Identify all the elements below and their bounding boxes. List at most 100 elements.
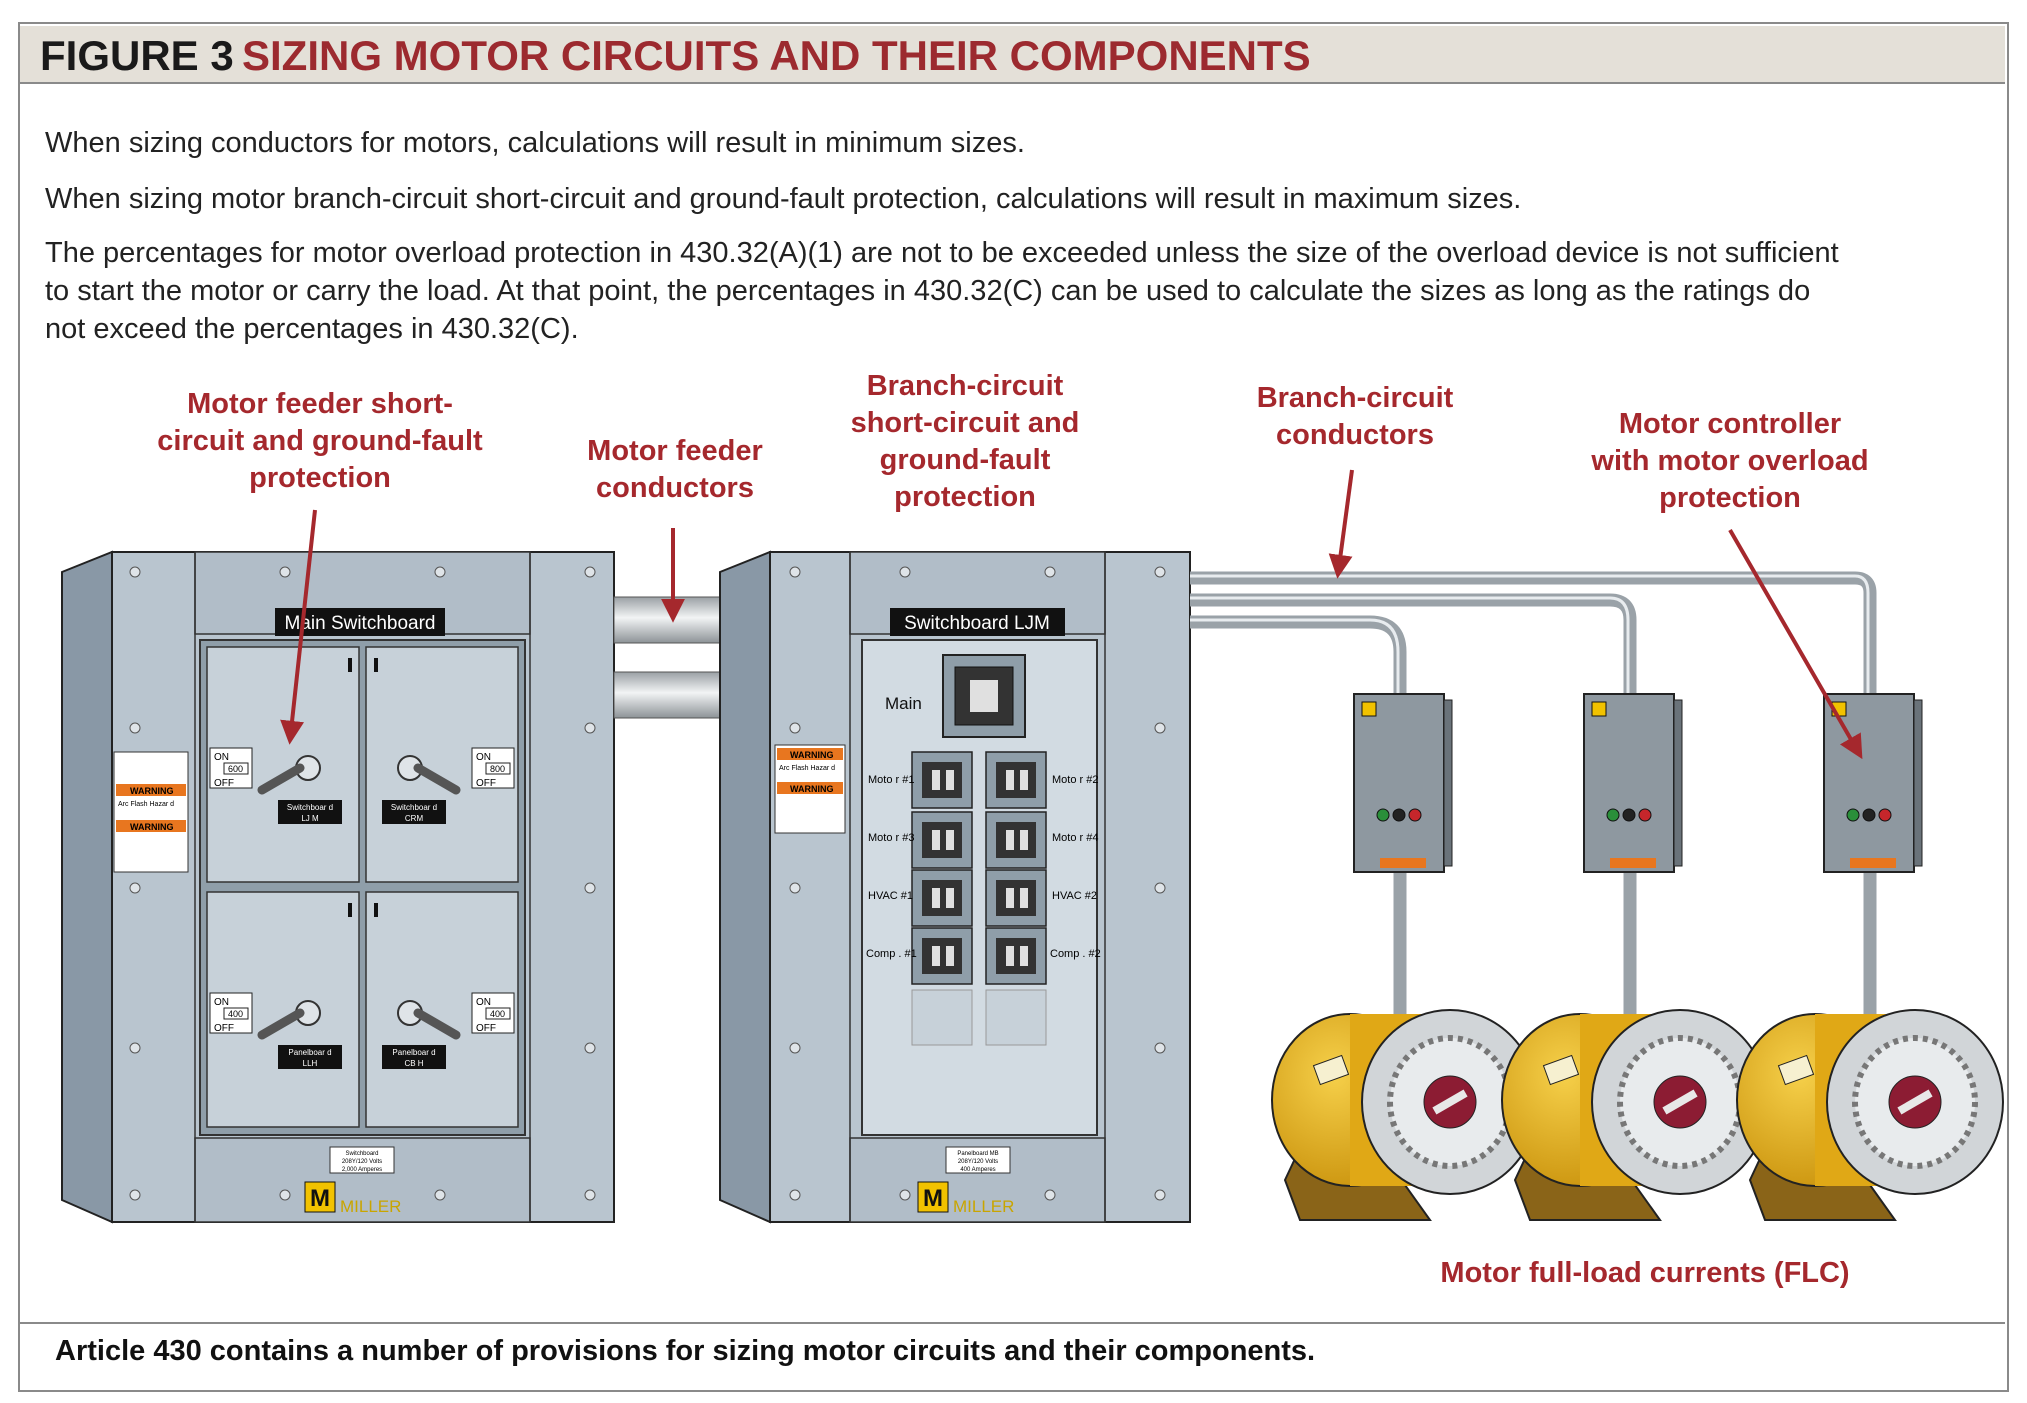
callout-line: Motor feeder short- [187, 388, 453, 420]
rating-line: 208Y/120 Volts [958, 1159, 998, 1165]
callout-line: protection [894, 481, 1036, 513]
callout-line: Motor feeder [587, 435, 763, 467]
intro-paragraph-3-line-2: to start the motor or carry the load. At… [45, 275, 1811, 307]
main-breaker-label: Main [885, 694, 922, 713]
feeder-conduit [613, 671, 737, 719]
motor-controller-3 [1823, 693, 1923, 873]
selector-switch[interactable] [1622, 808, 1636, 822]
switchboard-side [719, 550, 771, 1224]
switch-rating: 400 [228, 1009, 243, 1019]
callout-line: Motor controller [1618, 408, 1842, 440]
switch-off-label: OFF [214, 1023, 234, 1034]
callout-line: conductors [1276, 419, 1434, 451]
arrow-branch-conductors [1328, 469, 1354, 579]
rating-plate [945, 1146, 1011, 1174]
stop-button[interactable] [1638, 808, 1652, 822]
warning-text: WARNING [130, 786, 174, 796]
callout-flc: Motor full-load currents (FLC) [1440, 1257, 1850, 1289]
callout-line: ground-fault [879, 444, 1051, 476]
switchboard-ljm-name: Switchboard LJM [904, 613, 1050, 634]
callout-line: Branch-circuit [866, 370, 1064, 402]
switch-on-label: ON [476, 997, 491, 1008]
callout-controller: Motor controller with motor overload pro… [1570, 406, 1890, 517]
breaker-label: Moto r #1 [868, 774, 914, 786]
breaker-label: Moto r #3 [868, 832, 914, 844]
motor-1 [1271, 1009, 1539, 1221]
switch-rating: 800 [490, 764, 505, 774]
motor-2 [1501, 1009, 1769, 1221]
breaker-icon[interactable] [922, 822, 962, 858]
breaker-label: Moto r #4 [1052, 832, 1098, 844]
intro-paragraph-1: When sizing conductors for motors, calcu… [45, 127, 1025, 159]
switch-door-1: ON 600 OFF Switchboar d LJ M [206, 646, 360, 883]
callout-branch-conductors: Branch-circuit conductors [1235, 380, 1475, 454]
breaker-icon[interactable] [996, 762, 1036, 798]
brand-name: MILLER [953, 1197, 1014, 1216]
callout-line: short-circuit and [850, 407, 1080, 439]
stop-button[interactable] [1878, 808, 1892, 822]
brand-letter: M [923, 1185, 943, 1212]
start-button[interactable] [1606, 808, 1620, 822]
rating-line: 400 Amperes [960, 1167, 995, 1173]
rating-plate [329, 1146, 395, 1174]
breaker-icon[interactable] [996, 822, 1036, 858]
switch-door-3: ON 400 OFF Panelboar d LLH [206, 891, 360, 1128]
warning-label [113, 751, 189, 873]
stop-button[interactable] [1408, 808, 1422, 822]
callout-feeder-protection: Motor feeder short- circuit and ground-f… [140, 386, 500, 497]
switch-label-line2: CRM [405, 814, 424, 823]
title-bar [20, 26, 2005, 84]
brand-logo-icon [1361, 701, 1377, 717]
breaker-icon[interactable] [922, 938, 962, 974]
intro-paragraph-3-line-3: not exceed the percentages in 430.32(C). [45, 313, 579, 345]
switch-off-label: OFF [476, 1023, 496, 1034]
arrow-feeder-protection [280, 509, 317, 745]
warning-subtext: Arc Flash Hazar d [118, 801, 174, 808]
motor-3 [1736, 1009, 2004, 1221]
switch-label-line2: CB H [404, 1059, 423, 1068]
switch-label-line1: Panelboar d [288, 1048, 331, 1057]
rating-line: Panelboard MB [957, 1151, 998, 1157]
switch-label-line1: Switchboar d [287, 803, 333, 812]
callout-branch-protection: Branch-circuit short-circuit and ground-… [830, 368, 1100, 516]
switch-label-line2: LLH [303, 1059, 318, 1068]
rating-line: 208Y/120 Volts [342, 1159, 382, 1165]
breaker-label: Comp . #2 [1050, 948, 1101, 960]
caption-divider [20, 1322, 2005, 1324]
brand-letter: M [310, 1185, 330, 1212]
breaker-icon[interactable] [996, 880, 1036, 916]
brand-logo-icon [1591, 701, 1607, 717]
intro-paragraph-3-line-1: The percentages for motor overload prote… [45, 237, 1839, 269]
switch-label-line2: LJ M [301, 814, 319, 823]
figure-number: FIGURE 3 [40, 32, 234, 79]
switchboard-side [61, 550, 113, 1224]
brand-logo-icon [304, 1181, 336, 1213]
callout-line: circuit and ground-fault [157, 425, 483, 457]
brand-name: MILLER [340, 1197, 401, 1216]
switch-on-label: ON [214, 997, 229, 1008]
breaker-icon[interactable] [922, 762, 962, 798]
callout-line: protection [1659, 482, 1801, 514]
breaker-icon[interactable] [922, 880, 962, 916]
start-button[interactable] [1376, 808, 1390, 822]
figure-title: SIZING MOTOR CIRCUITS AND THEIR COMPONEN… [242, 32, 1311, 79]
warning-subtext: Arc Flash Hazar d [779, 765, 835, 772]
callout-line: protection [249, 462, 391, 494]
main-switchboard-name: Main Switchboard [284, 613, 435, 634]
selector-switch[interactable] [1862, 808, 1876, 822]
intro-paragraph-2: When sizing motor branch-circuit short-c… [45, 183, 1522, 215]
callout-line: with motor overload [1591, 445, 1869, 477]
rating-line: Switchboard [345, 1151, 378, 1157]
rating-line: 2,000 Amperes [342, 1167, 382, 1173]
switchboard-ljm-nameplate [890, 608, 1065, 636]
start-button[interactable] [1846, 808, 1860, 822]
switch-door-2: ON 800 OFF Switchboar d CRM [365, 646, 519, 883]
breaker-icon[interactable] [996, 938, 1036, 974]
switch-door-4: ON 400 OFF Panelboar d CB H [365, 891, 519, 1128]
selector-switch[interactable] [1392, 808, 1406, 822]
intro-paragraph-3: The percentages for motor overload prote… [45, 234, 1975, 348]
main-switchboard: Main Switchboard ON 600 OFF Switchboar d… [61, 550, 615, 1224]
arrow-controller [1728, 528, 1863, 760]
callout-feeder-conductors: Motor feeder conductors [570, 433, 780, 507]
callout-line: Branch-circuit [1256, 382, 1454, 414]
